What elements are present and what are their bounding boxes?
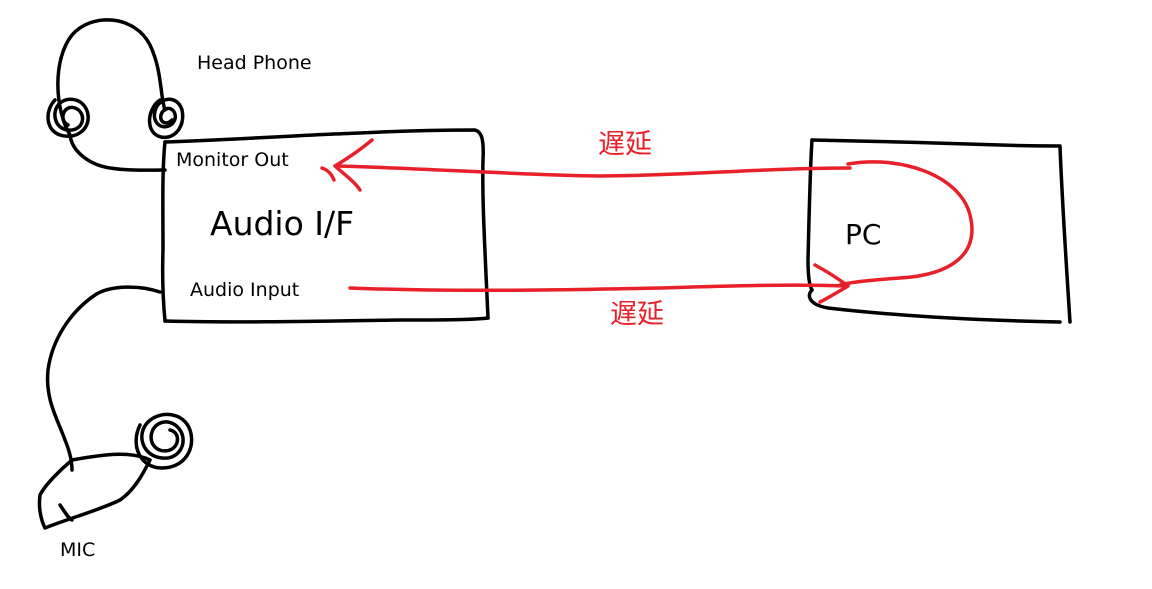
pc-input-arrow-icon bbox=[813, 263, 850, 304]
audio-interface-box bbox=[160, 128, 490, 324]
monitor-out-label: Monitor Out bbox=[176, 149, 289, 171]
headphone-label: Head Phone bbox=[197, 52, 312, 74]
delay-top-label: 遅延 bbox=[598, 129, 652, 160]
signal-path bbox=[320, 138, 974, 304]
audio-interface-label: Audio I/F bbox=[210, 204, 355, 243]
headphone-icon bbox=[46, 18, 185, 172]
pc-label: PC bbox=[845, 218, 882, 251]
pc-box bbox=[806, 138, 1072, 324]
mic-label: MIC bbox=[60, 539, 96, 561]
microphone-icon bbox=[37, 285, 194, 530]
delay-bottom-label: 遅延 bbox=[610, 299, 664, 330]
monitor-out-arrow-icon bbox=[333, 138, 374, 192]
audio-input-label: Audio Input bbox=[190, 279, 300, 301]
